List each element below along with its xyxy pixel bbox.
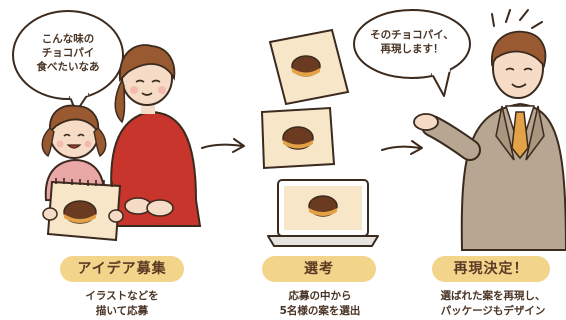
sparkle-lines-icon [491, 9, 543, 29]
step-1-description: イラストなどを 描いて応募 [85, 290, 159, 317]
staff-speech-bubble [353, 9, 471, 97]
sketchbook [42, 178, 124, 242]
step-3-badge: 再現決定！ [432, 256, 550, 282]
step-1-badge: アイデア募集 [60, 256, 184, 282]
idea-sheet-top [268, 28, 350, 106]
child-speech-bubble [12, 10, 124, 113]
idea-sheet-middle [260, 106, 336, 170]
daughter-figure [41, 104, 107, 204]
arrow-right-icon [201, 138, 245, 153]
arrow-right-icon [381, 140, 423, 155]
laptop-icon [267, 179, 379, 247]
staff-figure [413, 30, 566, 251]
mother-figure [110, 44, 202, 227]
child-speech-text: こんな味の チョコパイ 食べたいなあ [36, 33, 100, 73]
staff-speech-text: そのチョコパイ、 再現します！ [370, 29, 454, 55]
step-2-badge: 選考 [262, 256, 376, 282]
step-2-description: 応募の中から 5名様の案を選出 [279, 290, 361, 317]
step-3-description: 選ばれた案を再現し、 パッケージもデザイン [440, 290, 546, 317]
